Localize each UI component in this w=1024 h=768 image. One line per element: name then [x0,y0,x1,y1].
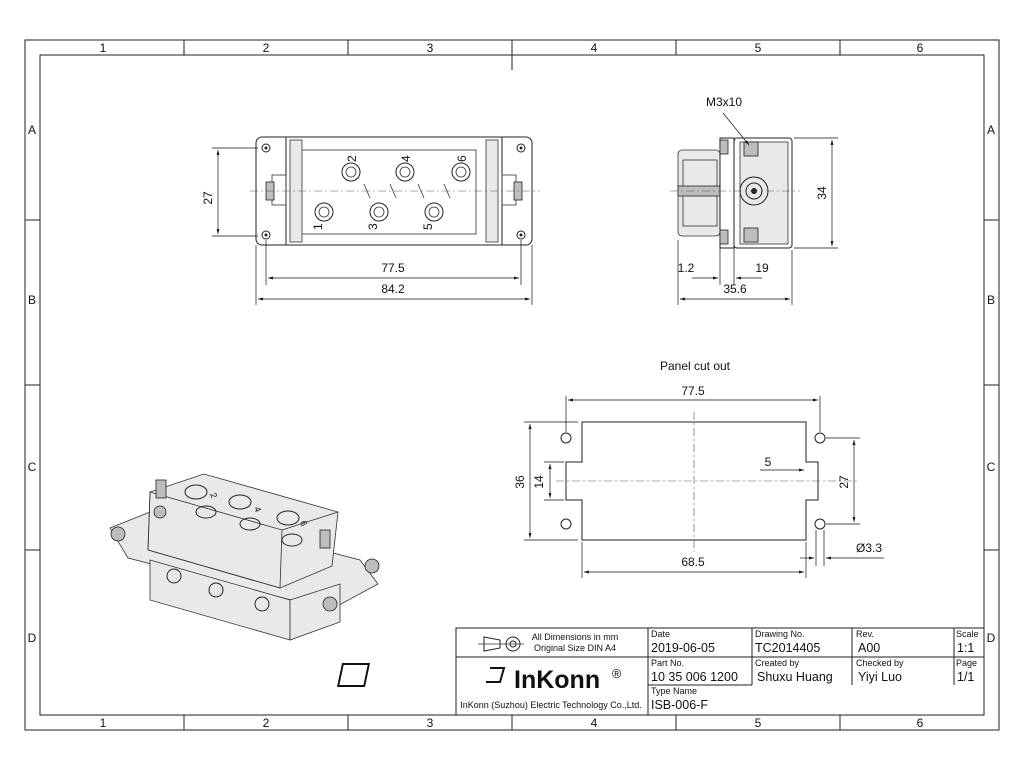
part-no-label: Part No. [651,658,684,668]
title-block: All Dimensions in mm Original Size DIN A… [336,627,985,716]
dim-cutout-notch: 5 [765,455,772,469]
grid-col-label: 5 [755,716,762,730]
grid-col-label: 4 [591,41,598,55]
type-name-value: ISB-006-F [651,698,708,712]
pin-number: 6 [455,155,469,162]
grid-row-label: C [28,460,37,474]
pin-number: 3 [366,223,380,230]
scale-value: 1:1 [957,641,974,655]
dim-side-b: 19 [755,261,769,275]
company-name: InKonn (Suzhou) Electric Technology Co.,… [460,700,641,710]
front-view: 2 4 6 1 3 5 27 77.5 84.2 [201,136,540,305]
grid-col-label: 2 [263,716,270,730]
dim-cutout-top: 77.5 [681,384,705,398]
grid-row-label: D [987,631,996,645]
checked-by-label: Checked by [856,658,904,668]
grid-col-label: 3 [427,41,434,55]
grid-row-label: A [28,123,36,137]
dim-cutout-hole: Ø3.3 [856,541,882,555]
grid-col-label: 6 [917,41,924,55]
page-value: 1/1 [957,670,974,684]
panel-cutout-view: Panel cut out 77.5 68.5 36 14 5 [513,359,884,578]
dim-front-outer: 84.2 [381,282,405,296]
screw-callout: M3x10 [706,95,742,109]
grid-col-label: 4 [591,716,598,730]
logo-text: InKonn [514,666,600,694]
pin-number: 1 [311,223,325,230]
grid-row-label: A [987,123,995,137]
dims-note-2: Original Size DIN A4 [534,643,616,653]
grid-row-label: C [987,460,996,474]
date-label: Date [651,629,670,639]
dim-cutout-bottom: 68.5 [681,555,705,569]
pin-number: 4 [399,155,413,162]
dim-side-total: 35.6 [723,282,747,296]
front-contacts: 2 4 6 1 3 5 [311,155,471,230]
grid-labels: 1 2 3 4 5 6 1 2 3 4 5 6 A B C D A B C D [28,41,996,730]
grid-col-label: 1 [100,41,107,55]
part-no-value: 10 35 006 1200 [651,670,738,684]
page-label: Page [956,658,977,668]
grid-col-label: 2 [263,41,270,55]
company-logo: InKonn ® [336,663,622,694]
iso-pin-number: 4 [252,505,263,513]
rev-value: A00 [858,641,880,655]
pin-number: 5 [421,223,435,230]
logo-registered-mark: ® [612,667,622,681]
drawing-no-label: Drawing No. [755,629,805,639]
dim-front-height: 27 [201,191,215,205]
date-value: 2019-06-05 [651,641,715,655]
rev-label: Rev. [856,629,874,639]
iso-pin-number: 6 [298,519,309,527]
drawing-frame [24,39,1000,731]
grid-col-label: 6 [917,716,924,730]
grid-row-label: B [28,293,36,307]
dim-cutout-left-outer: 36 [513,475,527,489]
created-by-value: Shuxu Huang [757,670,833,684]
cutout-title: Panel cut out [660,359,731,373]
dim-front-inner: 77.5 [381,261,405,275]
checked-by-value: Yiyi Luo [858,670,902,684]
iso-pin-number: 2 [208,491,219,499]
dim-cutout-right: 27 [837,475,851,489]
dim-side-a: 1.2 [678,261,695,275]
grid-col-label: 1 [100,716,107,730]
dim-side-height: 34 [815,186,829,200]
side-view: M3x10 34 1.2 19 35.6 [670,95,838,305]
grid-row-label: B [987,293,995,307]
projection-symbol-icon [478,636,524,652]
pin-number: 2 [345,155,359,162]
grid-col-label: 3 [427,716,434,730]
scale-label: Scale [956,629,979,639]
dim-cutout-left-inner: 14 [532,475,546,489]
grid-row-label: D [28,631,37,645]
dims-note-1: All Dimensions in mm [532,632,619,642]
isometric-view: 2 4 6 [109,473,380,641]
created-by-label: Created by [755,658,800,668]
type-name-label: Type Name [651,686,697,696]
grid-col-label: 5 [755,41,762,55]
drawing-no-value: TC2014405 [755,641,820,655]
